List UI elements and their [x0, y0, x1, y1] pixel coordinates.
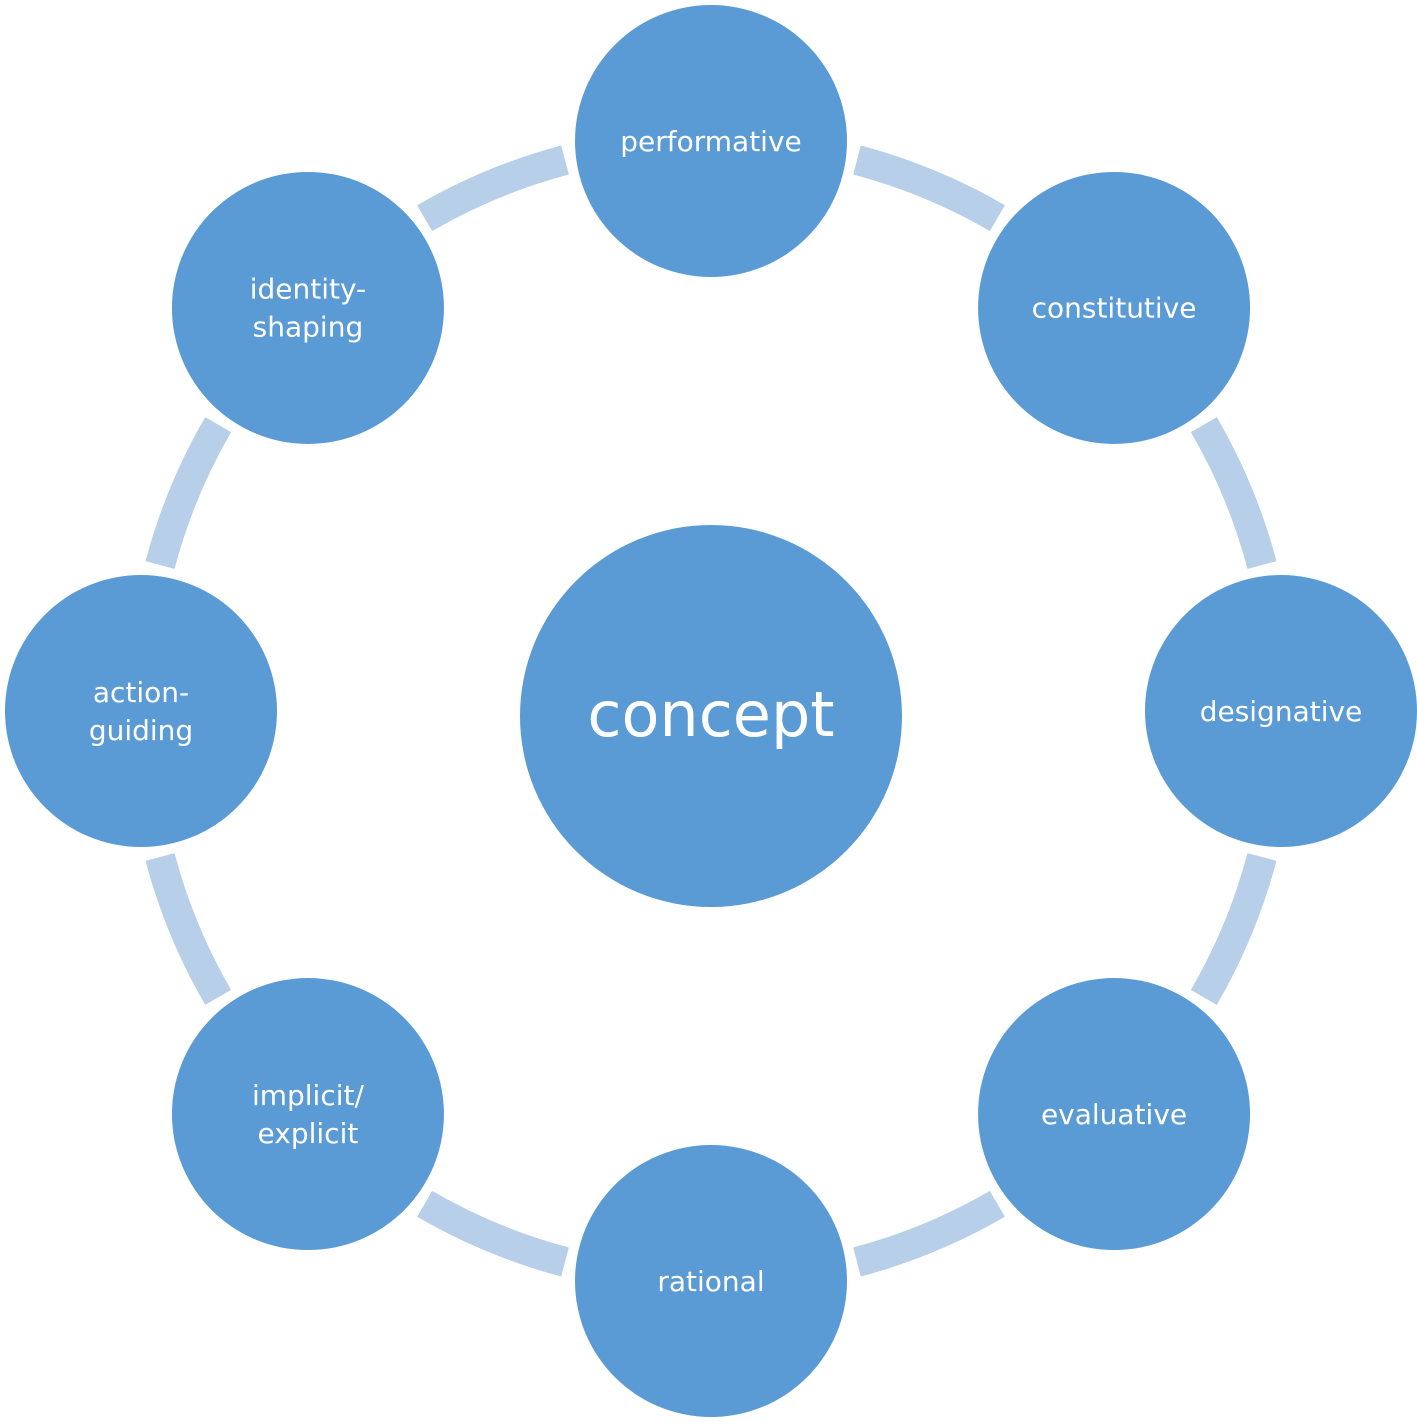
node-rational: rational: [575, 1145, 847, 1417]
center-node-label: concept: [587, 678, 834, 751]
center-node-group: concept: [520, 525, 902, 907]
node-constitutive: constitutive: [978, 171, 1251, 444]
ring-segment: [1190, 853, 1277, 1005]
node-circle: [575, 1145, 847, 1417]
node-label: evaluative: [1041, 1098, 1187, 1131]
node-circle: [5, 575, 277, 847]
ring-segment: [417, 145, 569, 232]
node-circle: [978, 978, 1251, 1251]
node-label: implicit/: [252, 1079, 365, 1112]
node-label: shaping: [253, 311, 364, 344]
node-circle: [171, 171, 444, 444]
ring-segment: [853, 1190, 1005, 1277]
ring-segment: [853, 145, 1005, 232]
node-identity-shaping: identity-shaping: [171, 171, 444, 444]
node-circle: [575, 5, 847, 277]
center-node: [520, 525, 902, 907]
node-label: rational: [657, 1265, 764, 1298]
ring-segment: [1190, 417, 1277, 569]
node-performative: performative: [575, 5, 847, 277]
node-label: explicit: [258, 1117, 359, 1150]
node-circle: [171, 978, 444, 1251]
node-circle: [1145, 575, 1417, 847]
node-label: designative: [1200, 695, 1363, 728]
node-designative: designative: [1145, 575, 1417, 847]
ring-connectors: [145, 145, 1277, 1277]
node-action-guiding: action-guiding: [5, 575, 277, 847]
node-label: performative: [620, 125, 802, 158]
node-label: constitutive: [1032, 292, 1197, 325]
ring-segment: [145, 853, 232, 1005]
outer-nodes: performative constitutive designative evalu…: [5, 5, 1417, 1417]
node-label: guiding: [89, 714, 193, 747]
node-circle: [978, 171, 1251, 444]
node-label: action-: [93, 676, 189, 709]
ring-segment: [145, 417, 232, 569]
node-implicit-explicit: implicit/explicit: [171, 978, 444, 1251]
node-evaluative: evaluative: [978, 978, 1251, 1251]
ring-segment: [417, 1190, 569, 1277]
node-label: identity-: [250, 273, 366, 306]
